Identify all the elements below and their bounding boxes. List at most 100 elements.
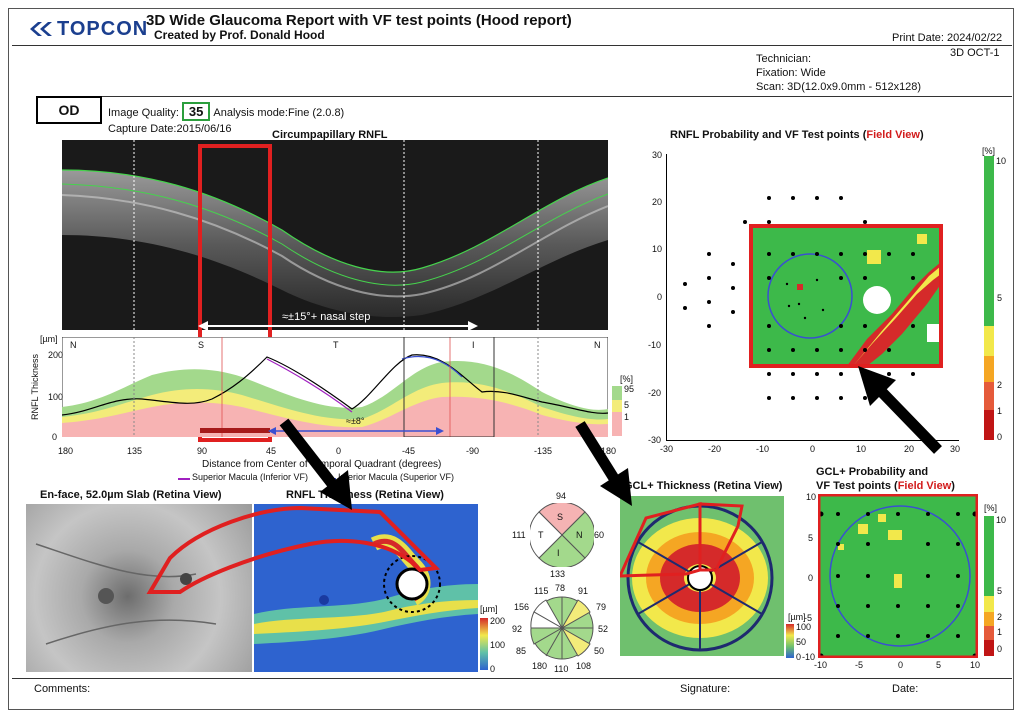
- x-tick-neg90: -90: [466, 446, 480, 456]
- device-name: 3D OCT-1: [950, 47, 1000, 59]
- rnfl-thickness-plot: [61, 336, 609, 438]
- gcl-prob-xtick-5: 5: [936, 660, 942, 670]
- enface-image: [26, 504, 252, 672]
- gcl-prob-ytick-neg5: -5: [804, 613, 813, 623]
- rnfl-prob-title: RNFL Probability and VF Test points (Fie…: [670, 129, 924, 141]
- rnfl-prob-xtick-neg10: -10: [756, 444, 770, 454]
- print-date: Print Date: 2024/02/22: [892, 32, 1003, 44]
- gcl-prob-map: [817, 493, 979, 659]
- clock-val-4: 79: [596, 602, 607, 612]
- gcl-prob-xtick-neg5: -5: [855, 660, 864, 670]
- gcl-prob-title-prefix: VF Test points (: [816, 480, 898, 492]
- rnfl-prob-ytick-neg10: -10: [648, 340, 662, 350]
- technician: Technician:: [756, 53, 812, 65]
- gcl-thickness-title: GCL+ Thickness (Retina View): [624, 480, 783, 492]
- rnfl-prob-scale-unit: [%]: [982, 146, 996, 156]
- quadrant-sector-chart: [530, 503, 594, 567]
- gcl-thickness-scale: [786, 624, 794, 658]
- scan-info: Scan: 3D(12.0x9.0mm - 512x128): [756, 81, 922, 93]
- oct-bscan-image: [62, 140, 608, 330]
- x-tick-0: 0: [336, 446, 342, 456]
- annotation-arrow-small: [268, 427, 444, 435]
- gcl-prob-title-line2: VF Test points (Field View): [816, 480, 955, 492]
- sector-label-i: I: [557, 548, 560, 558]
- rnfl-map-tick-200: 200: [490, 616, 506, 626]
- capture-date: Capture Date:2015/06/16: [108, 123, 232, 135]
- y-tick-100: 100: [48, 392, 64, 402]
- gcl-thickness-tick-100: 100: [796, 622, 812, 632]
- clock-val-12: 156: [514, 602, 530, 612]
- quadrant-t: T: [333, 340, 339, 350]
- image-quality-value: 35: [181, 102, 211, 121]
- analysis-mode: Analysis mode:Fine (2.0.8): [213, 107, 345, 119]
- rnfl-map-unit: [µm]: [480, 604, 498, 614]
- comments-label: Comments:: [34, 683, 91, 695]
- rnfl-circ-title: Circumpapillary RNFL: [272, 129, 388, 141]
- rnfl-prob-ytick-30: 30: [652, 150, 663, 160]
- quadrant-n-right: N: [594, 340, 601, 350]
- gcl-prob-scale-1: 1: [997, 627, 1003, 637]
- clock-val-3: 91: [578, 586, 589, 596]
- rnfl-prob-scale-1: 1: [997, 406, 1003, 416]
- highlight-box-superior-defect: [198, 144, 272, 442]
- clock-val-9: 180: [532, 661, 548, 671]
- topcon-logo: TOPCON: [30, 18, 148, 41]
- fixation: Fixation: Wide: [756, 67, 826, 79]
- pct-unit: [%]: [620, 374, 634, 384]
- rnfl-prob-scale-2: 2: [997, 380, 1003, 390]
- gcl-prob-scale-0: 0: [997, 644, 1003, 654]
- sector-quadrant-top: 94: [556, 491, 567, 501]
- rnfl-prob-xtick-0: 0: [810, 444, 816, 454]
- clock-val-10: 85: [516, 646, 527, 656]
- gcl-prob-ytick-0: 0: [808, 573, 814, 583]
- gcl-prob-ytick-10: 10: [806, 492, 817, 502]
- rnfl-prob-xtick-30: 30: [950, 444, 961, 454]
- x-tick-135: 135: [127, 446, 143, 456]
- gcl-thickness-map: [620, 496, 784, 656]
- gcl-prob-scale-5: 5: [997, 586, 1003, 596]
- gcl-prob-title-suffix: ): [951, 480, 955, 492]
- gcl-prob-title-line1: GCL+ Probability and: [816, 466, 929, 478]
- black-arrow-middle: [575, 421, 632, 506]
- rnfl-prob-scale-0: 0: [997, 432, 1003, 442]
- clock-val-1: 115: [534, 586, 549, 596]
- x-tick-neg180: -180: [598, 446, 617, 456]
- rnfl-prob-title-view: Field View: [866, 129, 920, 141]
- rnfl-prob-xtick-neg30: -30: [660, 444, 674, 454]
- date-label: Date:: [892, 683, 919, 695]
- clock-val-8: 110: [554, 664, 569, 674]
- pct-tick-5: 5: [624, 400, 630, 410]
- gcl-prob-title-view: Field View: [897, 480, 952, 492]
- sector-label-t: T: [538, 530, 544, 540]
- x-tick-90: 90: [197, 446, 208, 456]
- defect-bar: [200, 428, 270, 433]
- rnfl-map-tick-100: 100: [490, 640, 506, 650]
- quadrant-i: I: [472, 340, 475, 350]
- rnfl-map-scale: [480, 618, 488, 670]
- pct-tick-95: 95: [624, 384, 635, 394]
- x-tick-neg135: -135: [534, 446, 553, 456]
- topcon-logo-icon: [30, 22, 52, 36]
- rnfl-prob-ytick-0: 0: [657, 292, 663, 302]
- eye-label: OD: [36, 96, 102, 124]
- image-quality-label: Image Quality:: [108, 107, 179, 119]
- section-divider: [96, 96, 1012, 97]
- gcl-thickness-unit: [µm]: [788, 612, 806, 622]
- rnfl-map-tick-0: 0: [490, 664, 496, 674]
- gcl-prob-ytick-5: 5: [808, 533, 814, 543]
- gcl-prob-scale-2: 2: [997, 612, 1003, 622]
- legend-superior-swatch: [178, 478, 190, 480]
- header-divider: [12, 45, 1012, 46]
- rnfl-prob-xtick-neg20: -20: [708, 444, 722, 454]
- y-tick-200: 200: [48, 350, 64, 360]
- pct-tick-1: 1: [624, 412, 630, 422]
- y-unit: [µm]: [40, 334, 58, 344]
- sector-quadrant-left: 111: [512, 530, 526, 540]
- footer-divider: [12, 678, 1012, 679]
- black-arrow-right: [858, 366, 942, 454]
- sector-label-s: S: [557, 512, 564, 522]
- quadrant-s: S: [198, 340, 205, 350]
- gcl-prob-xtick-10: 10: [970, 660, 981, 670]
- report-frame: [8, 8, 1014, 710]
- rnfl-prob-scale-10: 10: [996, 156, 1007, 166]
